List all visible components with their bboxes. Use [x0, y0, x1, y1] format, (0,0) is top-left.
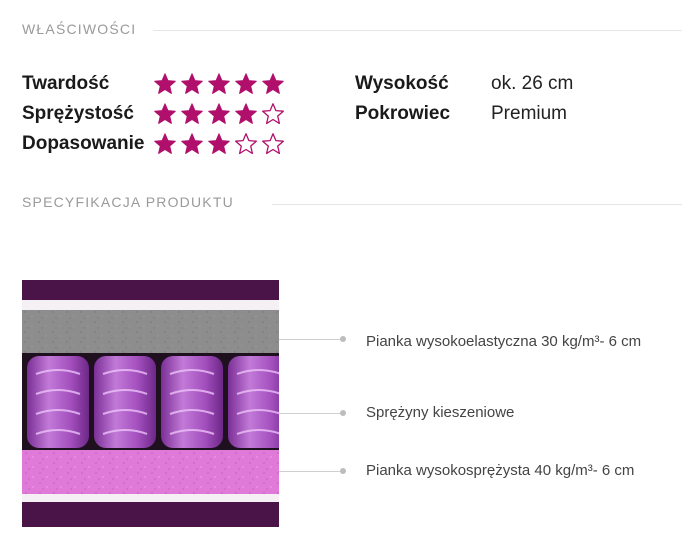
spring-pocket: [161, 356, 223, 448]
rating-label: Dopasowanie: [22, 133, 145, 154]
spring-pocket: [228, 356, 279, 448]
height-label: Wysokość: [355, 73, 449, 94]
star-filled-icon: [153, 132, 180, 156]
specification-divider: [272, 204, 682, 205]
properties-divider: [153, 30, 682, 31]
star-filled-icon: [180, 132, 207, 156]
star-filled-icon: [180, 102, 207, 126]
star-filled-icon: [234, 102, 261, 126]
specification-heading: SPECYFIKACJA PRODUKTU: [22, 194, 234, 210]
layer-label-bottom-foam: Pianka wysokosprężysta 40 kg/m³- 6 cm: [366, 462, 635, 479]
star-filled-icon: [207, 102, 234, 126]
height-value: ok. 26 cm: [491, 73, 574, 94]
bottom-cover: [22, 502, 279, 527]
rating-stars: [153, 132, 288, 156]
cover-label: Pokrowiec: [355, 103, 451, 124]
star-outline-icon: [261, 132, 288, 156]
leader-line: [279, 471, 343, 472]
rating-label: Sprężystość: [22, 103, 134, 124]
star-outline-icon: [234, 132, 261, 156]
mattress-cross-section: [22, 280, 279, 527]
cover-value: Premium: [491, 103, 568, 124]
leader-line: [279, 413, 343, 414]
top-quilting: [22, 300, 279, 310]
leader-dot: [340, 410, 346, 416]
star-filled-icon: [234, 72, 261, 96]
leader-dot: [340, 468, 346, 474]
star-filled-icon: [180, 72, 207, 96]
rating-stars: [153, 102, 288, 126]
rating-label: Twardość: [22, 73, 110, 94]
spring-pocket: [94, 356, 156, 448]
rating-stars: [153, 72, 288, 96]
star-filled-icon: [153, 72, 180, 96]
properties-heading: WŁAŚCIWOŚCI: [22, 21, 137, 37]
star-filled-icon: [261, 72, 288, 96]
star-filled-icon: [207, 72, 234, 96]
leader-line: [279, 339, 343, 340]
star-filled-icon: [153, 102, 180, 126]
star-outline-icon: [261, 102, 288, 126]
star-filled-icon: [207, 132, 234, 156]
top-cover: [22, 280, 279, 300]
bottom-quilting: [22, 494, 279, 502]
layer-label-springs: Sprężyny kieszeniowe: [366, 404, 515, 421]
mattress-illustration: [22, 280, 279, 527]
layer-label-top-foam: Pianka wysokoelastyczna 30 kg/m³- 6 cm: [366, 333, 642, 350]
leader-dot: [340, 336, 346, 342]
spring-pocket: [27, 356, 89, 448]
